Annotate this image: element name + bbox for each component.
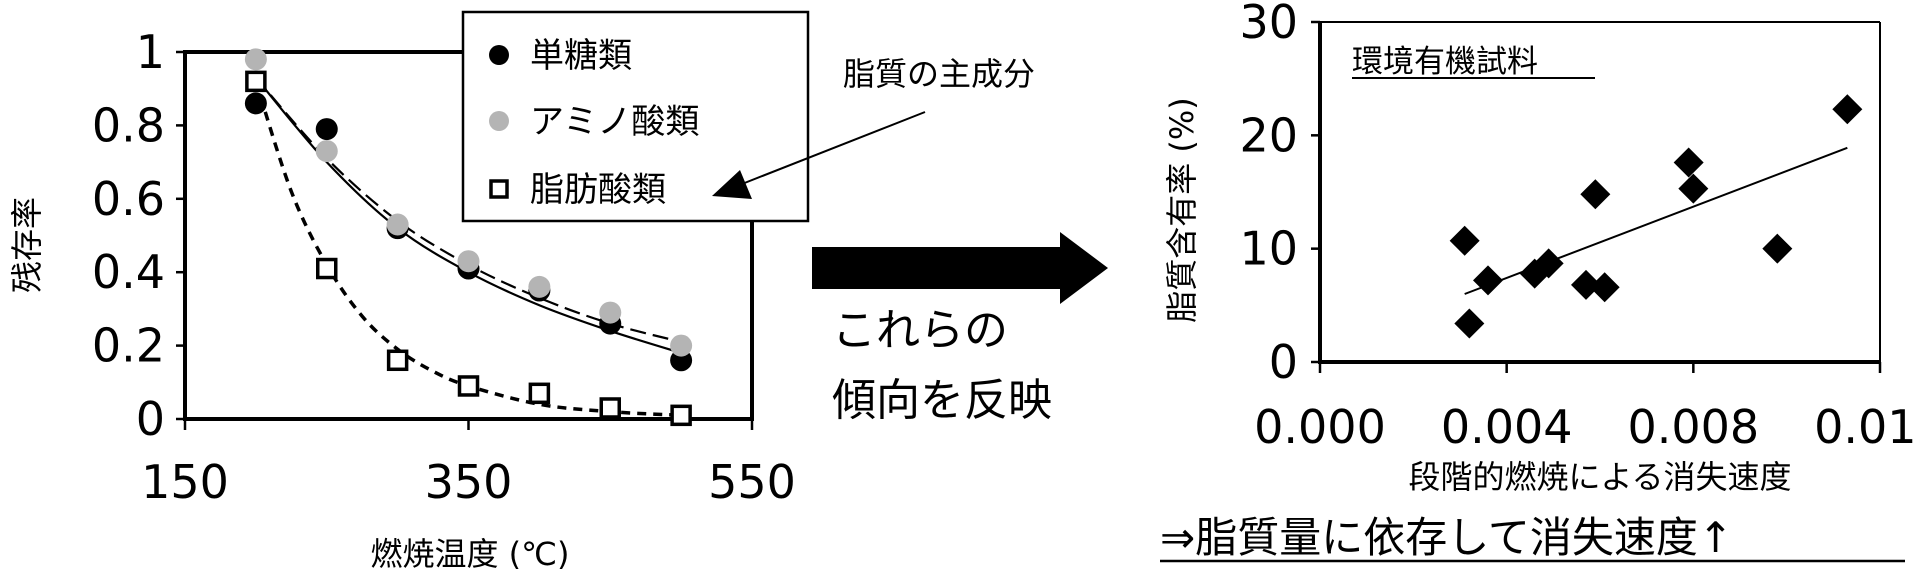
left-axis-ticks: 0 0.2 0.4 0.6 0.8 1 150 350 550 — [92, 25, 796, 509]
data-point-series-1 — [386, 213, 409, 236]
diamond-point — [1580, 179, 1611, 210]
left-y-axis-label: 残存率 — [8, 197, 46, 293]
middle-text-line2: 傾向を反映 — [832, 375, 1052, 426]
middle-text-line1: これらの — [832, 305, 1008, 356]
legend-marker-sugar — [489, 45, 509, 65]
right-chart-title: 環境有機試料 — [1352, 44, 1538, 80]
diamond-point — [1533, 248, 1564, 279]
annotation-arrow-line — [741, 111, 926, 185]
right-y-tick-label: 30 — [1239, 0, 1298, 49]
legend-label-sugar: 単糖類 — [530, 36, 632, 76]
right-chart: 0 10 20 30 0.000 0.004 0.008 0.012 環境有機試料 段階的燃焼… — [1163, 0, 1920, 496]
left-y-tick-label: 0 — [136, 392, 165, 446]
left-x-axis-label: 燃焼温度 (℃) — [370, 535, 569, 573]
right-axis-ticks: 0 10 20 30 0.000 0.004 0.008 0.012 — [1239, 0, 1920, 454]
data-point-series-2 — [245, 70, 267, 93]
legend-label-fatty: 脂肪酸類 — [530, 170, 666, 210]
data-point-series-1 — [599, 301, 622, 324]
data-point-series-2 — [599, 397, 621, 419]
annotation-lipid-main-component: 脂質の主成分 — [843, 55, 1035, 93]
data-point-series-2 — [457, 375, 480, 397]
data-point-series-1 — [315, 140, 338, 163]
data-point-series-1 — [457, 250, 480, 273]
left-x-tick-label: 150 — [141, 455, 229, 509]
right-y-axis-label: 脂質含有率 (%) — [1163, 97, 1201, 323]
middle-section: これらの 傾向を反映 — [812, 232, 1108, 426]
fit-curve-dashed — [254, 80, 682, 418]
right-x-axis-label: 段階的燃焼による消失速度 — [1408, 458, 1791, 496]
diamond-point — [1449, 225, 1480, 256]
data-point-series-2 — [528, 382, 551, 405]
legend-label-amino: アミノ酸類 — [530, 102, 699, 142]
left-y-tick-label: 0.2 — [92, 319, 165, 373]
left-y-tick-label: 0.4 — [92, 245, 165, 299]
left-data-points — [244, 48, 693, 427]
right-x-tick-label: 0.004 — [1441, 400, 1573, 454]
left-y-tick-label: 1 — [136, 25, 165, 79]
data-point-series-2 — [316, 257, 338, 280]
data-point-series-1 — [528, 275, 551, 298]
left-x-tick-label: 350 — [425, 455, 513, 509]
data-point-series-2 — [386, 349, 409, 372]
conclusion-text: ⇒脂質量に依存して消失速度↑ — [1160, 513, 1733, 562]
data-point-series-2 — [670, 404, 692, 427]
right-x-tick-label: 0.008 — [1627, 400, 1759, 454]
annotation-arrowhead — [712, 170, 752, 199]
left-chart: 0 0.2 0.4 0.6 0.8 1 150 350 550 燃焼温度 (℃) 残存率 単糖類… — [8, 10, 1035, 573]
left-x-tick-label: 550 — [708, 455, 796, 509]
diamond-point — [1589, 272, 1620, 303]
diamond-point — [1762, 233, 1793, 264]
right-y-tick-label: 10 — [1239, 222, 1298, 276]
data-point-series-0 — [315, 118, 338, 141]
legend-marker-fatty — [489, 179, 509, 199]
legend: 単糖類 アミノ酸類 脂肪酸類 — [461, 10, 810, 223]
left-y-tick-label: 0.8 — [92, 98, 165, 152]
right-y-tick-label: 0 — [1269, 335, 1298, 389]
diamond-point — [1673, 147, 1704, 178]
right-y-tick-label: 20 — [1239, 108, 1298, 162]
data-point-series-0 — [244, 92, 267, 115]
right-x-tick-label: 0.000 — [1254, 400, 1386, 454]
diamond-point — [1832, 94, 1863, 125]
right-x-tick-label: 0.012 — [1814, 400, 1920, 454]
left-y-tick-label: 0.6 — [92, 172, 165, 226]
legend-box — [461, 10, 810, 223]
data-point-series-1 — [244, 48, 267, 71]
diamond-point — [1571, 269, 1601, 300]
diamond-point — [1678, 173, 1709, 204]
diamond-point — [1473, 265, 1503, 296]
diamond-point — [1454, 308, 1485, 339]
legend-marker-amino — [489, 111, 509, 131]
right-data-points — [1449, 94, 1863, 339]
big-right-arrow — [812, 232, 1108, 304]
data-point-series-1 — [670, 334, 693, 357]
